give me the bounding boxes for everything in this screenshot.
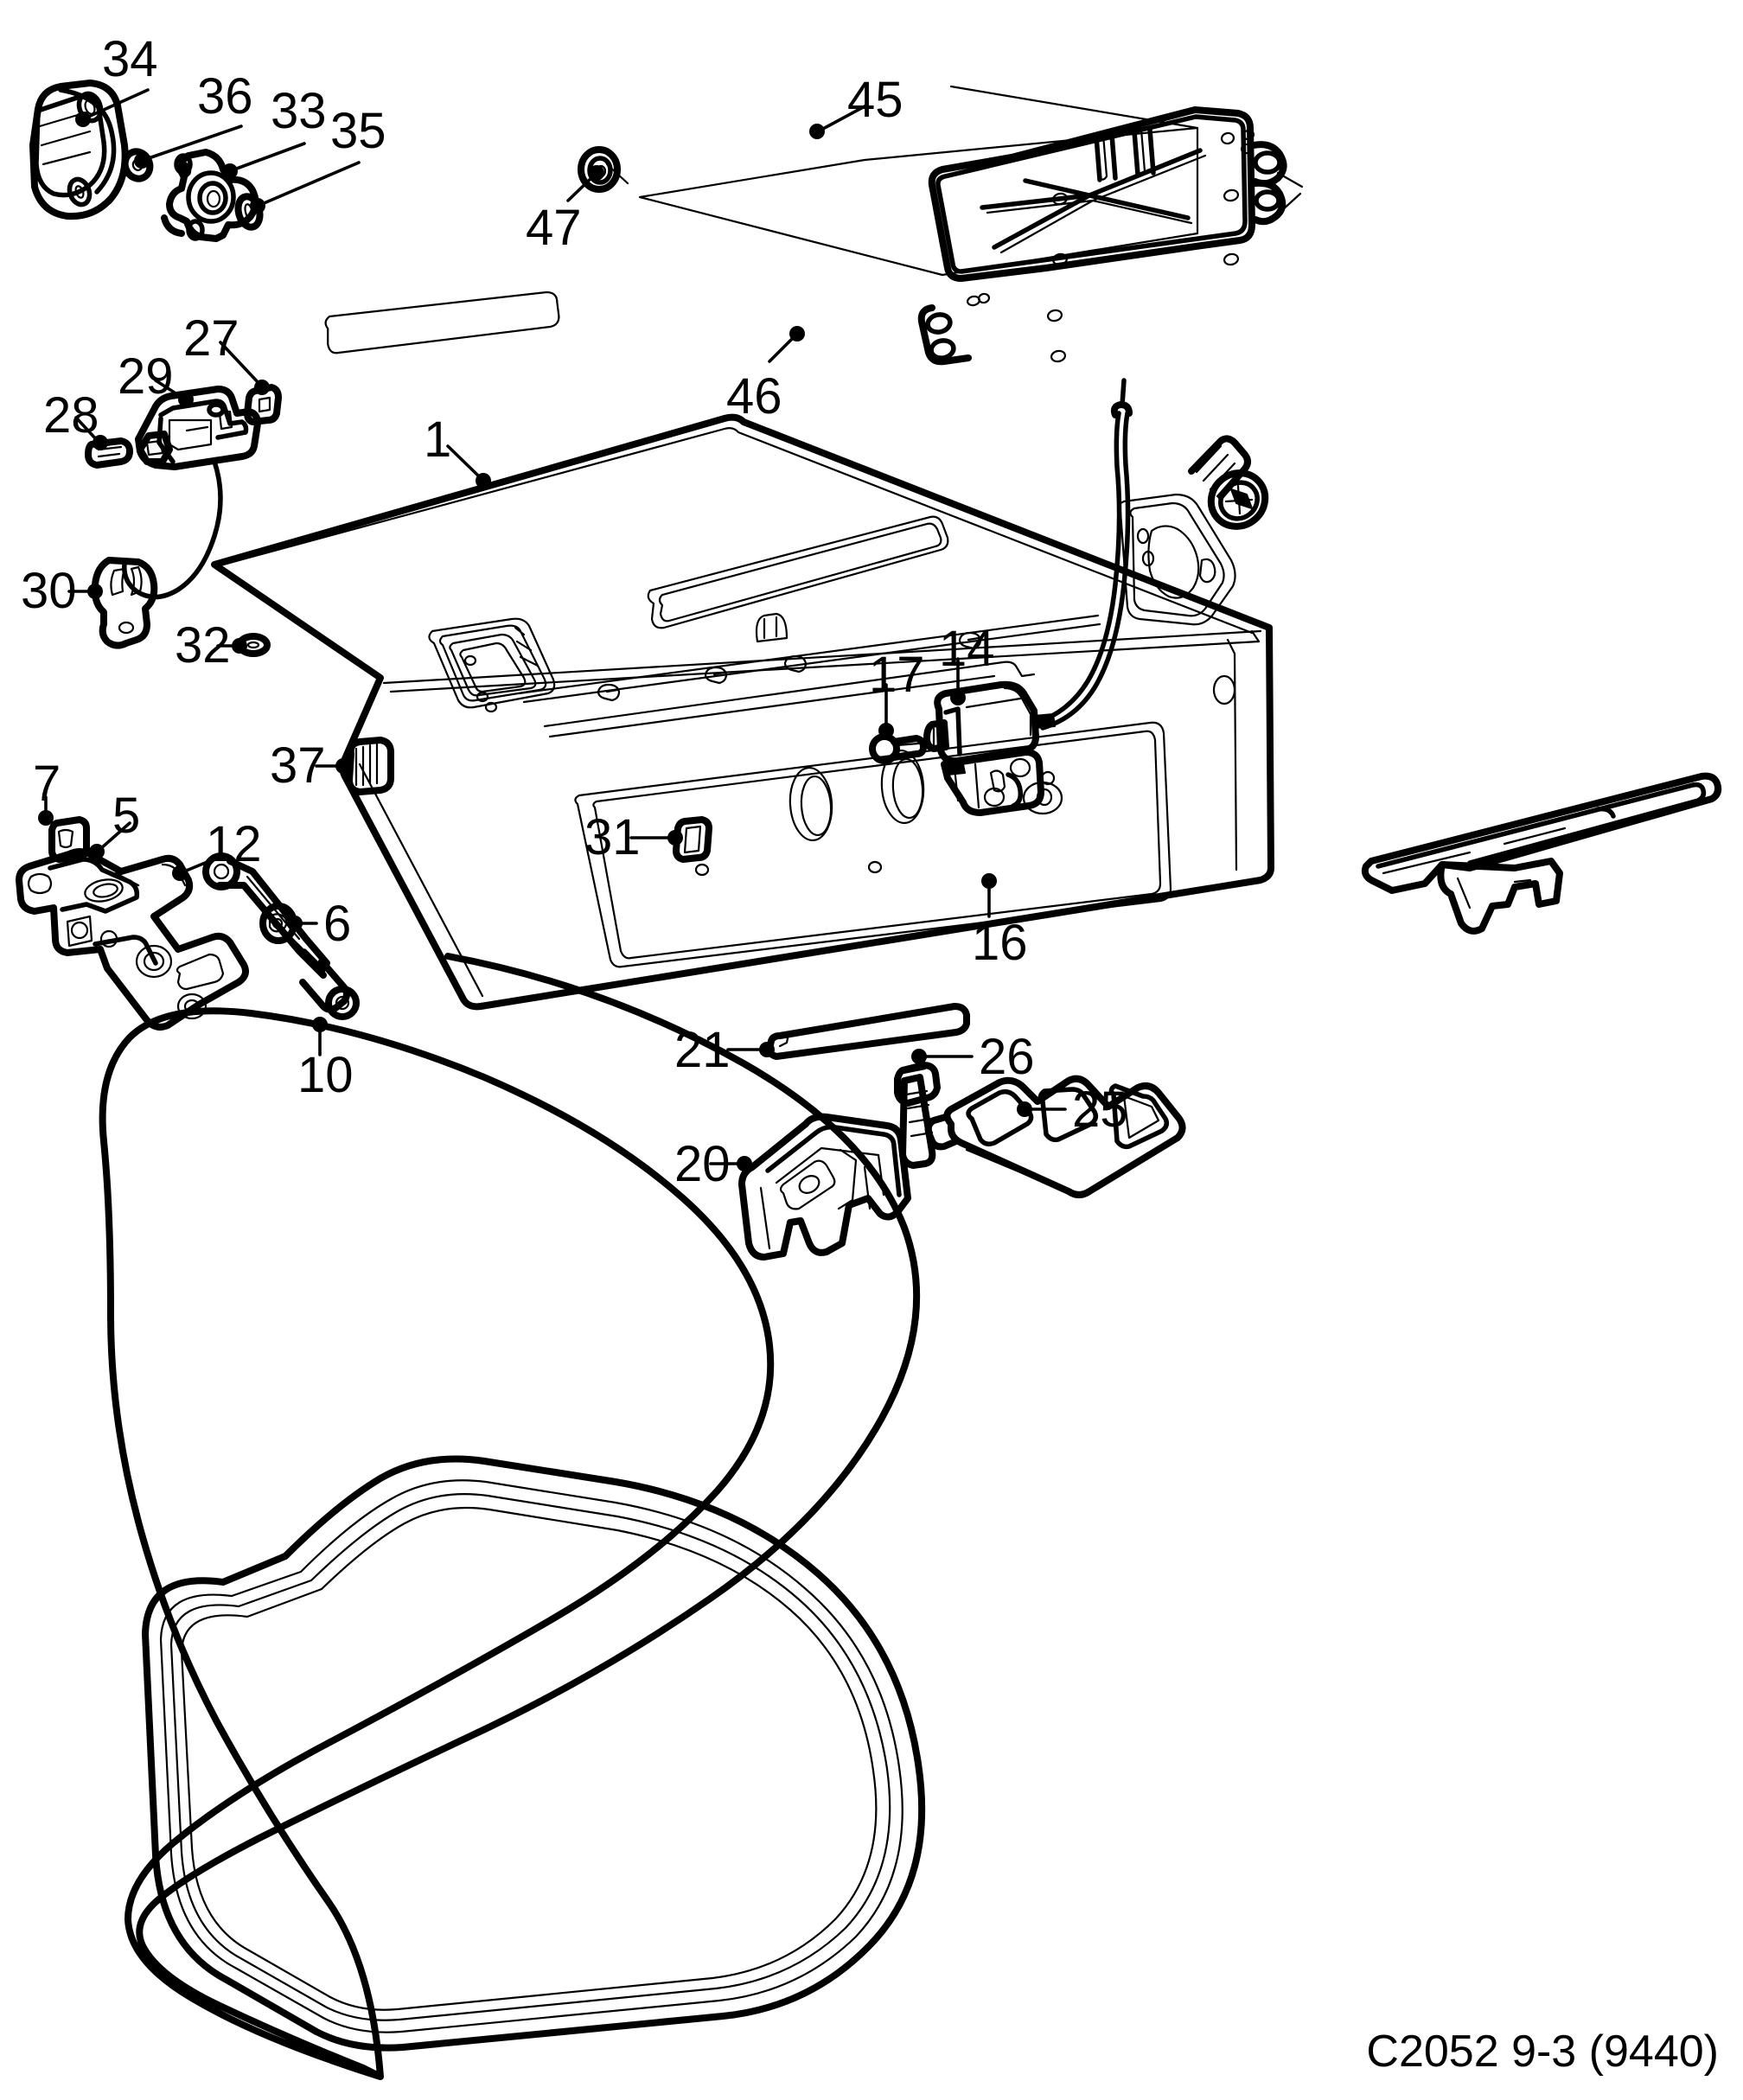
- callout-number-16[interactable]: 16: [972, 915, 1028, 971]
- callout-number-45[interactable]: 45: [847, 72, 903, 128]
- callout-number-34[interactable]: 34: [102, 31, 158, 87]
- callout-number-12[interactable]: 12: [206, 816, 262, 872]
- callout-number-33[interactable]: 33: [271, 83, 327, 139]
- callout-number-46[interactable]: 46: [726, 368, 782, 424]
- callout-leaders: [38, 88, 1067, 1171]
- callout-number-6[interactable]: 6: [323, 896, 352, 952]
- part-46-screw: [1188, 435, 1269, 530]
- diagram-footer-code: C2052 9-3 (9440): [1366, 2027, 1719, 2077]
- callout-number-30[interactable]: 30: [21, 563, 77, 619]
- callout-number-32[interactable]: 32: [175, 617, 231, 673]
- part-21-pin: [766, 1003, 970, 1060]
- part-45-license-plate-bracket: [638, 85, 1304, 366]
- callout-number-7[interactable]: 7: [33, 756, 61, 812]
- latch-release-cable: [122, 459, 223, 600]
- callout-number-17[interactable]: 17: [869, 647, 925, 703]
- callout-number-47[interactable]: 47: [526, 200, 582, 256]
- callout-number-37[interactable]: 37: [270, 737, 326, 794]
- callout-number-27[interactable]: 27: [183, 310, 239, 367]
- part-7-nut: [48, 816, 90, 863]
- callout-number-35[interactable]: 35: [330, 103, 386, 159]
- callout-number-10[interactable]: 10: [297, 1047, 354, 1103]
- callout-number-28[interactable]: 28: [43, 387, 99, 444]
- part-16-handle-trim-bar: [1361, 772, 1722, 935]
- callout-number-5[interactable]: 5: [112, 788, 141, 844]
- part-14-trunk-latch-assembly: [923, 378, 1133, 816]
- callout-number-20[interactable]: 20: [674, 1136, 731, 1192]
- callout-number-1[interactable]: 1: [424, 412, 452, 468]
- callout-number-36[interactable]: 36: [197, 68, 253, 124]
- callout-number-29[interactable]: 29: [118, 348, 174, 405]
- part-34-lock-cylinder-housing: [29, 80, 129, 220]
- part-27-retainer-clip: [244, 384, 282, 425]
- part-31-bumper-stop: [673, 816, 712, 863]
- callout-number-26[interactable]: 26: [979, 1029, 1035, 1085]
- part-37-plug: [346, 737, 394, 795]
- part-25-latch-striker-cover: [924, 1075, 1186, 1198]
- callout-number-31[interactable]: 31: [584, 809, 641, 865]
- callout-number-25[interactable]: 25: [1072, 1082, 1128, 1138]
- part-20-striker-bracket: [738, 1113, 911, 1261]
- callout-number-14[interactable]: 14: [939, 621, 995, 677]
- part-17-bolt: [869, 733, 927, 764]
- part-29-latch-actuator-switch: [135, 386, 261, 470]
- part-33-lock-cylinder-assembly: [161, 149, 259, 242]
- part-5-hinge-assembly: [16, 848, 249, 1031]
- part-10-weatherstrip-seal: [99, 953, 926, 2080]
- callout-number-21[interactable]: 21: [674, 1022, 731, 1078]
